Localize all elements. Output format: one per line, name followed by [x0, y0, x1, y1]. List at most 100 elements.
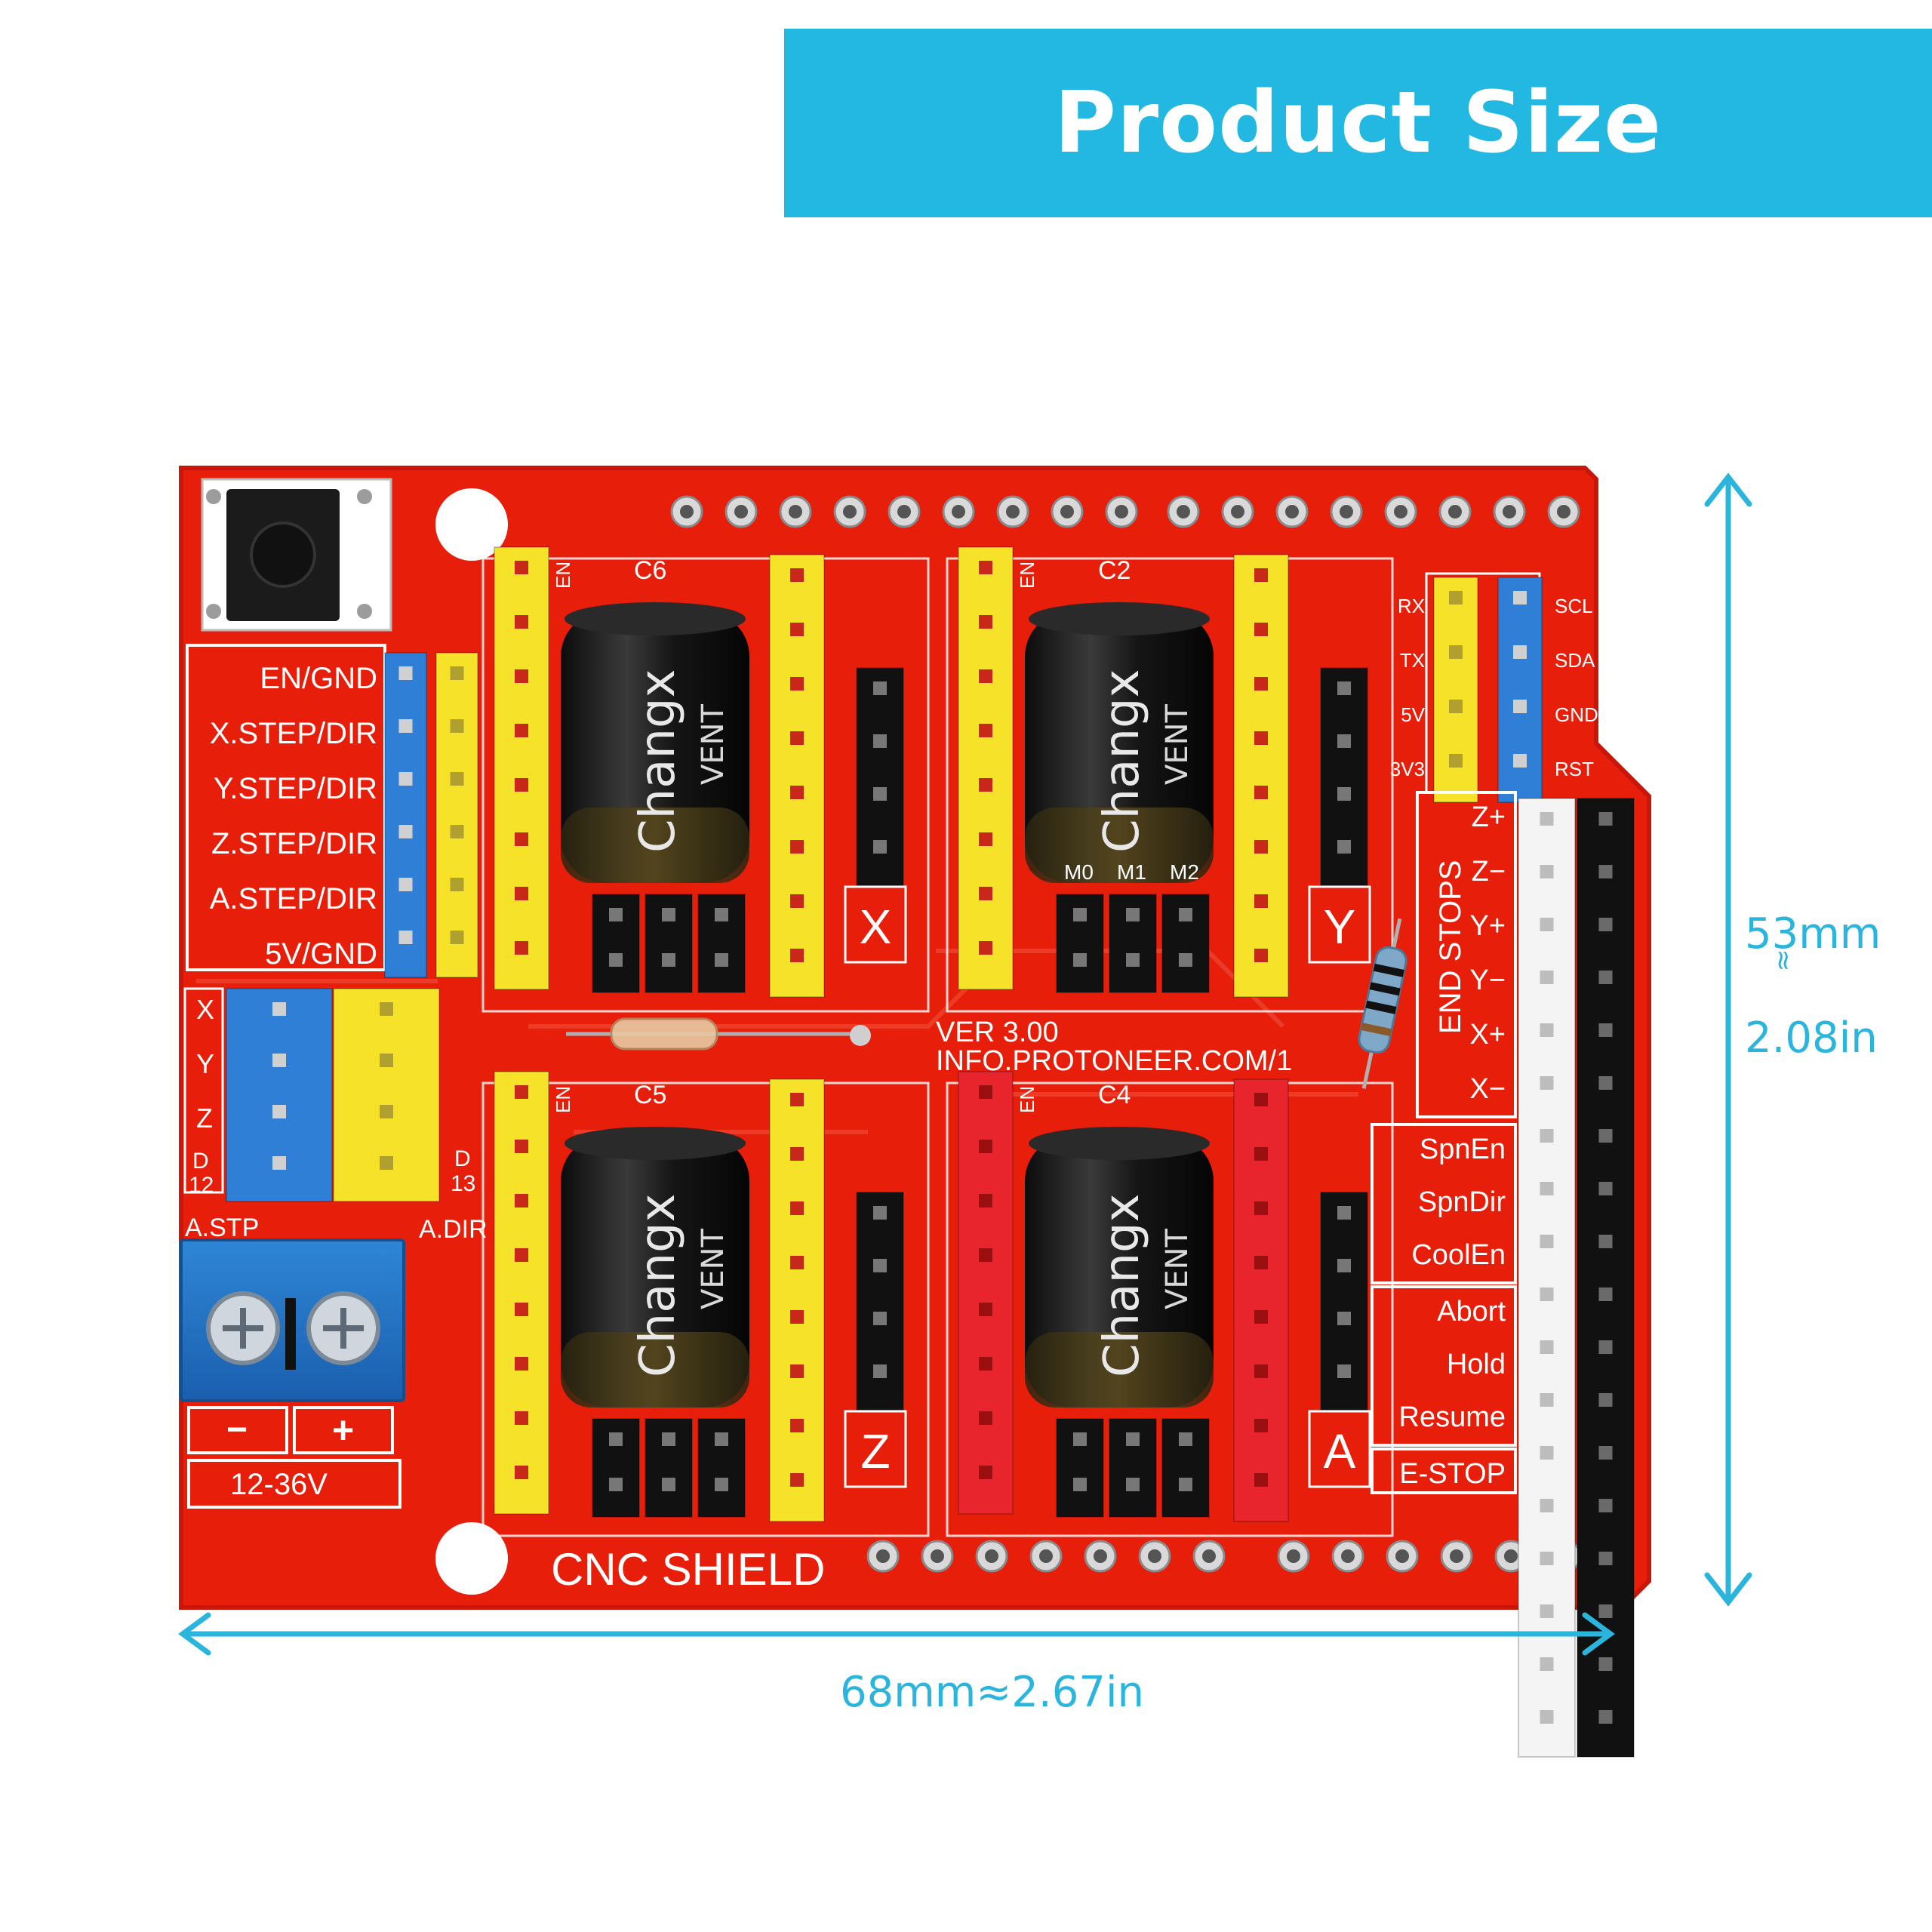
- pin: [662, 1432, 675, 1446]
- version-label: VER 3.00: [936, 1017, 1059, 1048]
- i2c-header-body: [1497, 577, 1543, 803]
- pin: [1540, 1287, 1554, 1301]
- capacitor-vent: VENT: [1160, 1228, 1195, 1309]
- pin: [450, 772, 464, 786]
- pin: [873, 1259, 887, 1272]
- driver-socket-left: [494, 546, 549, 990]
- microstep-jumper: [592, 1418, 640, 1518]
- pin: [272, 1054, 286, 1067]
- pin: [450, 719, 464, 733]
- pin: [979, 832, 992, 846]
- capacitor-vent: VENT: [696, 1228, 731, 1309]
- microstep-label: M1: [1117, 860, 1146, 884]
- pin: [1179, 953, 1192, 967]
- driver-name-box: [844, 885, 907, 964]
- header-pin-center: [1060, 505, 1074, 518]
- pin: [1254, 949, 1268, 962]
- pin: [1598, 812, 1613, 826]
- pin: [979, 1411, 992, 1425]
- white-header: [1518, 798, 1576, 1758]
- blue-header-left: [384, 652, 427, 978]
- header-pin-center: [1340, 505, 1353, 518]
- driver-socket-right-body: [1233, 1078, 1289, 1522]
- driver-socket-left: [494, 1071, 549, 1515]
- header-pin-center: [1450, 1549, 1463, 1563]
- pin: [515, 832, 528, 846]
- uart-header: [1433, 577, 1478, 803]
- pin: [979, 1194, 992, 1208]
- driver-socket-right-body: [769, 1078, 825, 1522]
- pin: [790, 786, 804, 799]
- control-label: E-STOP: [1399, 1458, 1506, 1490]
- pin: [515, 1085, 528, 1099]
- capacitor-base: [1025, 1332, 1214, 1407]
- capacitor-top: [1029, 1127, 1210, 1160]
- pin: [398, 931, 413, 944]
- pin: [1254, 1364, 1268, 1378]
- pin: [790, 949, 804, 962]
- capacitor-top: [565, 602, 746, 635]
- banner-title: Product Size: [1054, 74, 1663, 172]
- driver-outline: [481, 557, 930, 1013]
- microstep-jumper: [1109, 1418, 1157, 1518]
- pin: [1540, 812, 1554, 826]
- reset-button: RST: [201, 478, 392, 632]
- microstep-jumper: [1056, 1418, 1104, 1518]
- pin: [873, 1312, 887, 1325]
- pin: [1540, 918, 1554, 931]
- pin: [1598, 1499, 1613, 1512]
- driver-name: X: [860, 900, 892, 954]
- pin: [1073, 1478, 1087, 1491]
- driver-outline: [946, 557, 1394, 1013]
- microstep-label: M2: [1170, 860, 1199, 884]
- pin: [790, 1419, 804, 1432]
- capacitor-brand: Changx: [630, 669, 686, 853]
- motor-header-body: [856, 667, 904, 888]
- end-stop-label: X−: [1469, 1073, 1506, 1105]
- driver-socket-left: [958, 1071, 1014, 1515]
- pin: [272, 1002, 286, 1016]
- left-label: Y.STEP/DIR: [214, 772, 377, 805]
- end-stop-label: X+: [1469, 1019, 1506, 1051]
- uart-header-body: [1433, 577, 1478, 803]
- pin: [1126, 1432, 1140, 1446]
- pin: [979, 1140, 992, 1153]
- driver-name-box: [1308, 885, 1371, 964]
- height-in-label: 2.08in: [1745, 1014, 1878, 1063]
- pin: [715, 953, 728, 967]
- left-label: Z.STEP/DIR: [211, 827, 377, 860]
- product-size-banner: Product Size: [784, 29, 1932, 217]
- d12-label-number: 12: [189, 1173, 214, 1198]
- pin: [1540, 1340, 1554, 1354]
- motor-header-body: [856, 1192, 904, 1412]
- pin: [1540, 1129, 1554, 1143]
- black-header: [1577, 798, 1635, 1758]
- pin: [1254, 840, 1268, 854]
- white-header-body: [1518, 798, 1576, 1758]
- i2c-label: RST: [1555, 758, 1594, 780]
- driver-name-box: [1308, 1410, 1371, 1488]
- microstep-jumper: [1161, 894, 1210, 993]
- mounting-hole: [435, 488, 508, 561]
- capacitor-label: C6: [634, 556, 666, 585]
- microstep-jumper-body: [1109, 894, 1157, 993]
- pin: [979, 1466, 992, 1479]
- header-pin-center: [1231, 505, 1244, 518]
- pin: [1179, 1432, 1192, 1446]
- pin: [1513, 700, 1527, 713]
- pin: [1598, 1604, 1613, 1618]
- pin: [515, 778, 528, 792]
- pin: [790, 1256, 804, 1269]
- pin: [1513, 754, 1527, 768]
- en-label: EN: [1016, 561, 1038, 589]
- header-pin-center: [1094, 1549, 1107, 1563]
- pin: [979, 941, 992, 955]
- pin: [1254, 568, 1268, 582]
- header-pin-center: [1039, 1549, 1053, 1563]
- capacitor-label: C4: [1098, 1081, 1131, 1109]
- d12-label-letter: D: [192, 1149, 209, 1174]
- header-pin-center: [734, 505, 748, 518]
- pin: [662, 1478, 675, 1491]
- pin: [1179, 908, 1192, 921]
